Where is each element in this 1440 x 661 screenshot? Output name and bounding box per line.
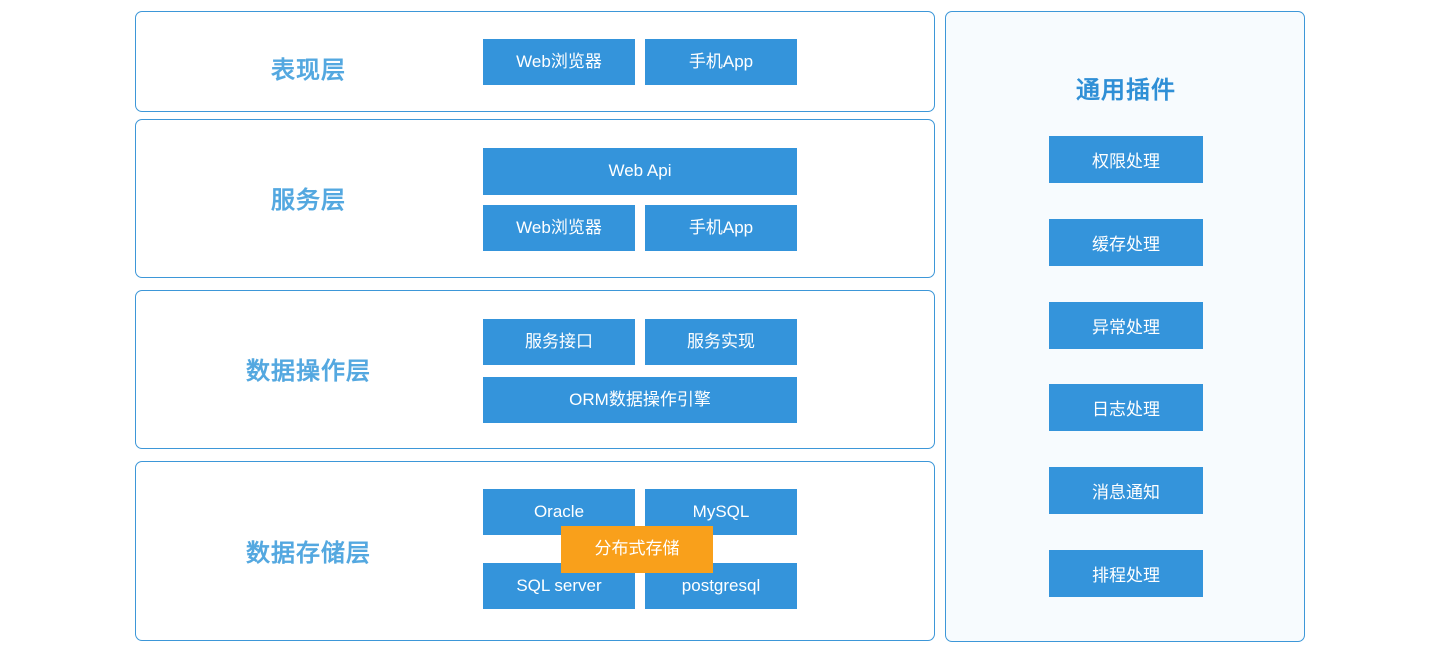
layer-title-service: 服务层 bbox=[271, 187, 346, 214]
layer-title-presentation: 表现层 bbox=[271, 57, 346, 84]
plugin-item-permission[interactable]: 权限处理 bbox=[1049, 136, 1203, 183]
plugin-panel[interactable]: 通用插件 权限处理 缓存处理 异常处理 日志处理 消息通知 排程处理 bbox=[945, 11, 1305, 642]
node-mobile-app[interactable]: 手机App bbox=[645, 39, 797, 85]
node-distributed-storage[interactable]: 分布式存储 bbox=[561, 526, 713, 573]
plugin-item-exception[interactable]: 异常处理 bbox=[1049, 302, 1203, 349]
node-web-browser[interactable]: Web浏览器 bbox=[483, 39, 635, 85]
plugin-item-cache[interactable]: 缓存处理 bbox=[1049, 219, 1203, 266]
node-service-interface[interactable]: 服务接口 bbox=[483, 319, 635, 365]
node-web-api[interactable]: Web Api bbox=[483, 148, 797, 195]
node-mobile-app[interactable]: 手机App bbox=[645, 205, 797, 251]
layer-title-data-operation: 数据操作层 bbox=[246, 358, 371, 385]
node-oracle[interactable]: Oracle bbox=[483, 489, 635, 535]
plugin-item-scheduling[interactable]: 排程处理 bbox=[1049, 550, 1203, 597]
layer-panel-service[interactable]: 服务层 Web Api Web浏览器 手机App bbox=[135, 119, 935, 278]
layer-title-data-storage: 数据存储层 bbox=[246, 540, 371, 567]
layer-panel-presentation[interactable]: 表现层 Web浏览器 手机App bbox=[135, 11, 935, 112]
node-orm-engine[interactable]: ORM数据操作引擎 bbox=[483, 377, 797, 423]
node-sql-server[interactable]: SQL server bbox=[483, 563, 635, 609]
layer-panel-data-operation[interactable]: 数据操作层 服务接口 服务实现 ORM数据操作引擎 bbox=[135, 290, 935, 449]
plugin-item-notification[interactable]: 消息通知 bbox=[1049, 467, 1203, 514]
plugin-item-logging[interactable]: 日志处理 bbox=[1049, 384, 1203, 431]
plugin-panel-title: 通用插件 bbox=[1076, 77, 1176, 104]
node-postgresql[interactable]: postgresql bbox=[645, 563, 797, 609]
layer-panel-data-storage[interactable]: 数据存储层 Oracle MySQL SQL server postgresql… bbox=[135, 461, 935, 641]
node-service-implementation[interactable]: 服务实现 bbox=[645, 319, 797, 365]
node-web-browser[interactable]: Web浏览器 bbox=[483, 205, 635, 251]
